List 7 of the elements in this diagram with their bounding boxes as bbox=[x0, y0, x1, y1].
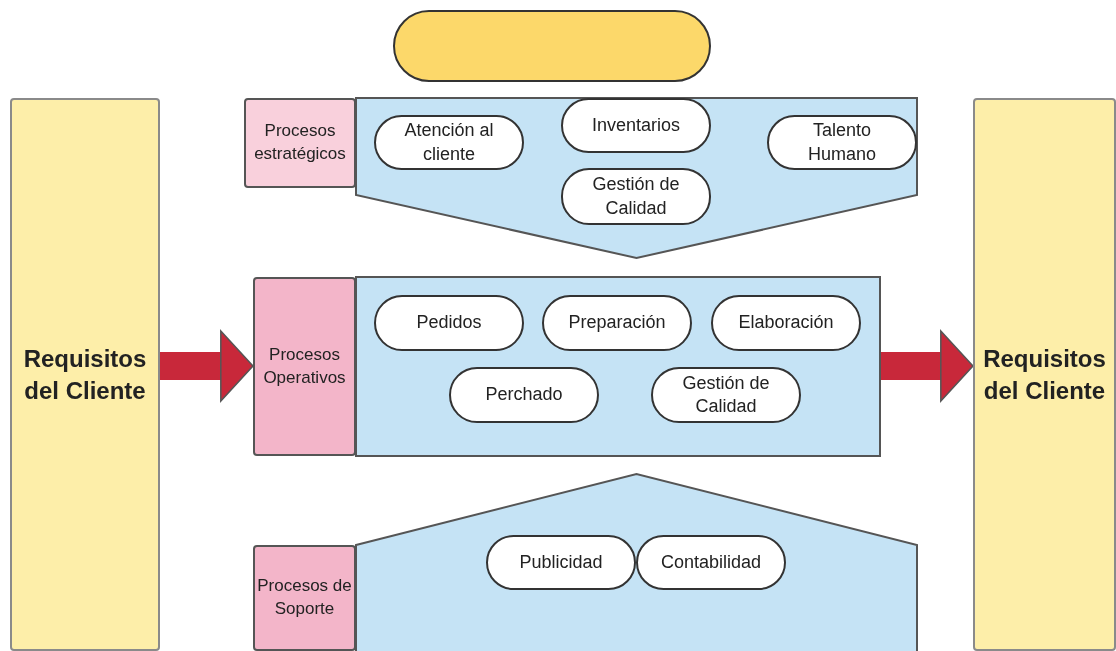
requirements-box: Requisitos del Cliente bbox=[973, 98, 1116, 651]
block-arrow bbox=[880, 330, 974, 402]
block-arrow bbox=[160, 330, 254, 402]
requirements-box: Requisitos del Cliente bbox=[10, 98, 160, 651]
process-category-box: Procesos estratégicos bbox=[244, 98, 356, 188]
process-category-box: Procesos Operativos bbox=[253, 277, 356, 456]
process-category-box: Procesos de Soporte bbox=[253, 545, 356, 651]
